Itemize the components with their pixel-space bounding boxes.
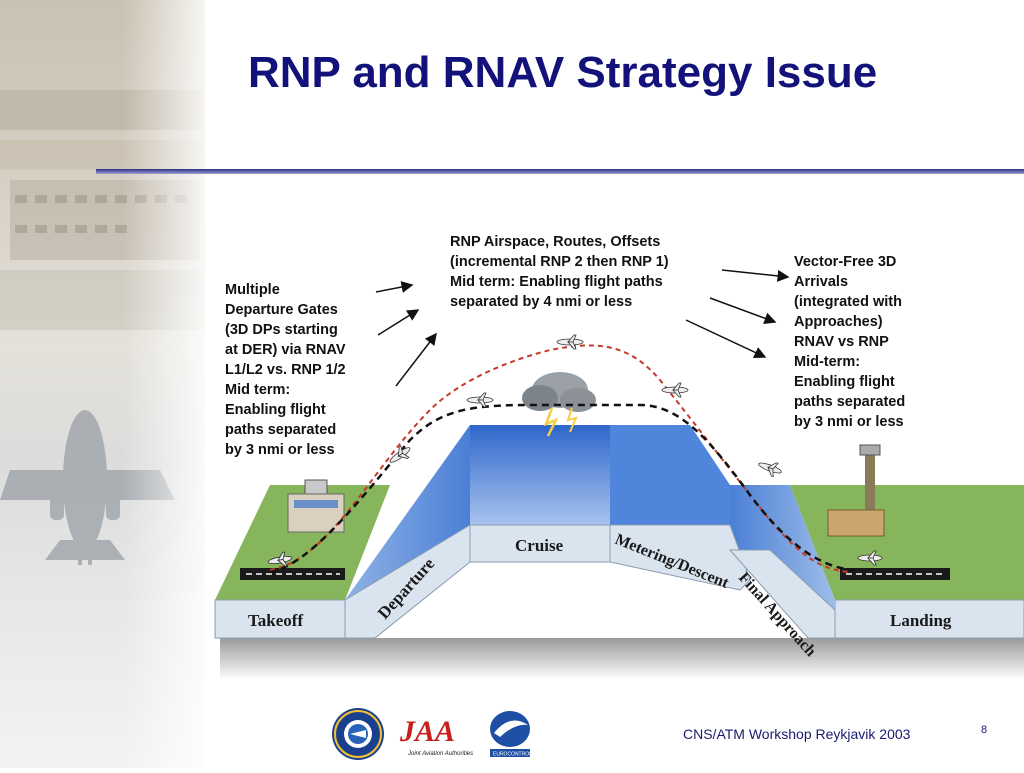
metering-label-band (609, 524, 751, 591)
phase-label-landing: Landing (890, 611, 952, 630)
sponsor-logos: JAA Joint Aviation Authorities EUROCONTR… (332, 708, 532, 760)
airplane-icon (661, 382, 689, 398)
callout-line: Mid-term: (794, 354, 861, 370)
callout-line: (incremental RNP 2 then RNP 1) (450, 254, 669, 270)
metering-slab (610, 425, 730, 538)
callout-line: Mid term: Enabling flight paths (450, 274, 663, 290)
arrow-icon (375, 281, 414, 293)
callout-line: Enabling flight (225, 402, 326, 418)
callout-line: separated by 4 nmi or less (450, 294, 633, 310)
phase-label-takeoff: Takeoff (248, 611, 303, 630)
callout-line: at DER) via RNAV (225, 342, 346, 358)
departure-tower-icon (287, 479, 345, 533)
slide-number: 8 (981, 724, 988, 736)
title-divider (96, 169, 1024, 174)
airplane-icon (466, 392, 494, 408)
callout-line: paths separated (794, 394, 906, 410)
airplane-icon (267, 551, 293, 567)
callout-line: Multiple (225, 282, 280, 298)
callout-departure-gates: Multiple Departure Gates (3D DPs startin… (225, 280, 346, 460)
airplane-icon (857, 550, 883, 566)
platform-shadow (220, 638, 1024, 680)
callout-line: RNP Airspace, Routes, Offsets (450, 234, 661, 250)
faa-seal-logo (332, 708, 384, 760)
flight-phase-diagram: Takeoff Departure Cruise Metering/Descen… (214, 334, 1024, 680)
nominal-flight-path (269, 403, 856, 574)
airplane-icon (556, 334, 584, 350)
callout-line: L1/L2 vs. RNP 1/2 (225, 362, 346, 378)
callout-line: by 3 nmi or less (794, 414, 904, 430)
callout-line: Vector-Free 3D (794, 254, 897, 270)
callout-line: Arrivals (794, 274, 849, 290)
alternate-flight-path (269, 344, 851, 573)
callout-line: Enabling flight (794, 374, 895, 390)
background-airport-photo (0, 0, 205, 768)
landing-runway (840, 568, 950, 580)
storm-cloud-icon (522, 372, 596, 437)
phase-label-cruise: Cruise (515, 536, 564, 555)
aircraft-icons (267, 334, 883, 567)
arrow-icon (709, 297, 777, 324)
callout-line: Mid term: (225, 382, 291, 398)
arrival-tower-icon (827, 444, 885, 537)
airplane-icon (758, 462, 782, 478)
callout-line: Departure Gates (225, 302, 338, 318)
cruise-slab (470, 425, 610, 538)
svg-text:Joint Aviation Authorities: Joint Aviation Authorities (407, 751, 473, 757)
svg-text:EUROCONTROL: EUROCONTROL (493, 752, 532, 758)
slide-title: RNP and RNAV Strategy Issue (248, 48, 878, 97)
footer-event: CNS/ATM Workshop Reykjavik 2003 (683, 726, 911, 742)
callout-line: (3D DPs starting (225, 322, 338, 338)
callout-line: paths separated (225, 422, 337, 438)
takeoff-runway (240, 568, 345, 580)
callout-rnp-airspace: RNP Airspace, Routes, Offsets (increment… (450, 232, 669, 312)
callout-line: (integrated with (794, 294, 902, 310)
jaa-logo: JAA Joint Aviation Authorities (399, 715, 473, 757)
arrow-icon (721, 269, 790, 282)
airplane-icon (389, 445, 411, 463)
callout-vector-free-arrivals: Vector-Free 3D Arrivals (integrated with… (794, 252, 905, 432)
eurocontrol-logo: EUROCONTROL (490, 711, 532, 758)
callout-line: RNAV vs RNP (794, 334, 889, 350)
callout-line: by 3 nmi or less (225, 442, 335, 458)
svg-text:JAA: JAA (399, 715, 455, 748)
final-approach-label-band (728, 549, 836, 639)
departure-label-band (344, 524, 471, 639)
callout-line: Approaches) (794, 314, 883, 330)
